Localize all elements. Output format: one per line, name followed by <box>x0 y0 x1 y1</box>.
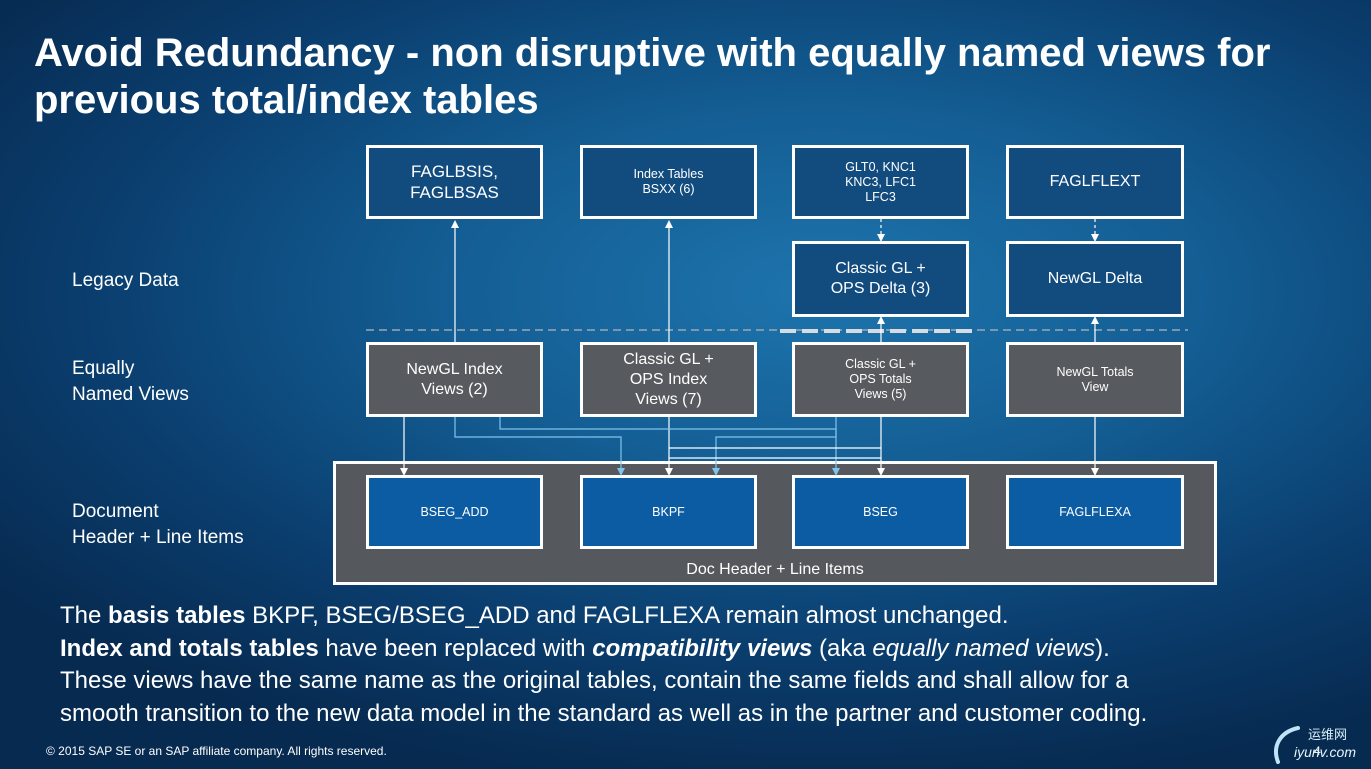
cross-link-line <box>712 417 837 476</box>
box-line: NewGL Totals <box>1056 364 1134 379</box>
box-line: OPS Totals <box>849 372 912 386</box>
box-line: KNC3, LFC1 <box>845 174 916 189</box>
row-label-line: Header + Line Items <box>72 527 244 548</box>
text-run-bold: basis tables <box>108 602 246 629</box>
text-run-bold: Index and totals tables <box>60 634 319 662</box>
text-run: (aka <box>812 634 873 662</box>
watermark-cn-text: 运维网 <box>1308 727 1348 742</box>
view-box-classic-gl-ops-index: Classic GL + OPS Index Views (7) <box>580 342 757 417</box>
body-line-2: Index and totals tables have been replac… <box>60 633 1320 666</box>
legacy-box-glt0-knc1: GLT0, KNC1 KNC3, LFC1 LFC3 <box>792 145 969 219</box>
slide-title: Avoid Redundancy - non disruptive with e… <box>34 31 1271 122</box>
container-label: Doc Header + Line Items <box>686 561 864 578</box>
box-line: BKPF <box>652 504 685 519</box>
box-line: FAGLBSAS <box>410 183 499 202</box>
box-line: View <box>1081 379 1109 394</box>
watermark-en-text: iyunv.com <box>1294 744 1356 760</box>
box-line: FAGLFLEXT <box>1049 173 1141 190</box>
copyright-footer: © 2015 SAP SE or an SAP affiliate compan… <box>46 744 387 758</box>
delta-box-newgl: NewGL Delta <box>1006 241 1184 317</box>
base-box-bseg: BSEG <box>792 475 969 549</box>
text-run: ). <box>1095 634 1110 662</box>
box-line: NewGL Delta <box>1047 270 1143 287</box>
base-box-bkpf: BKPF <box>580 475 757 549</box>
base-box-bseg-add: BSEG_ADD <box>366 475 543 549</box>
box-line: Classic GL + <box>623 350 714 368</box>
legacy-box-faglflext: FAGLFLEXT <box>1006 145 1184 219</box>
body-line-1: The basis tables BKPF, BSEG/BSEG_ADD and… <box>60 600 1320 633</box>
box-line: OPS Index <box>629 370 708 388</box>
row-label-line: Legacy Data <box>72 270 179 291</box>
legacy-box-index-tables: Index Tables BSXX (6) <box>580 145 757 219</box>
watermark-swoosh-icon <box>1274 726 1300 764</box>
legacy-box-faglbsis-faglbsas: FAGLBSIS, FAGLBSAS <box>366 145 543 219</box>
row-label-line: Equally <box>72 358 135 379</box>
row-label-equally-named-views: Equally Named Views <box>72 356 189 408</box>
text-run: The <box>60 602 109 629</box>
box-line: Views (7) <box>635 390 702 408</box>
row-label-line: Named Views <box>72 384 189 405</box>
box-line: OPS Delta (3) <box>830 280 931 297</box>
box-line: Classic GL + <box>835 260 926 277</box>
box-line: LFC3 <box>865 189 896 204</box>
box-line: FAGLFLEXA <box>1059 504 1131 519</box>
box-line: BSEG_ADD <box>420 504 489 519</box>
body-line-3: These views have the same name as the or… <box>60 667 1129 694</box>
base-box-faglflexa: FAGLFLEXA <box>1006 475 1184 549</box>
view-box-newgl-totals: NewGL Totals View <box>1006 342 1184 417</box>
cross-link-line <box>454 417 625 476</box>
text-run-bold-italic: compatibility views <box>592 634 813 662</box>
watermark: 运维网 iyunv.com <box>1268 722 1368 768</box>
body-text: The basis tables BKPF, BSEG/BSEG_ADD and… <box>60 600 1320 730</box>
row-label-line: Document <box>72 501 159 522</box>
box-line: Views (2) <box>421 380 488 398</box>
cross-link-line <box>499 417 840 476</box>
text-run: have been replaced with <box>318 634 593 662</box>
box-line: Index Tables <box>633 167 704 181</box>
row-label-legacy-data: Legacy Data <box>72 268 179 294</box>
box-line: BSEG <box>863 504 898 519</box>
box-line: Views (5) <box>854 387 907 401</box>
box-line: Classic GL + <box>845 357 916 371</box>
box-line: NewGL Index <box>406 360 503 378</box>
view-box-classic-gl-ops-totals: Classic GL + OPS Totals Views (5) <box>792 342 969 417</box>
page-number: 4 <box>1314 744 1321 758</box>
row-label-document-line-items: Document Header + Line Items <box>72 499 244 551</box>
body-line-4: smooth transition to the new data model … <box>60 699 1148 727</box>
text-run: BKPF, BSEG/BSEG_ADD and FAGLFLEXA remain… <box>245 602 1009 629</box>
delta-box-classic-gl-ops: Classic GL + OPS Delta (3) <box>792 241 969 317</box>
box-line: FAGLBSIS, <box>411 162 498 181</box>
text-run-italic: equally named views <box>872 634 1096 662</box>
view-box-newgl-index: NewGL Index Views (2) <box>366 342 543 417</box>
box-line: GLT0, KNC1 <box>845 159 916 174</box>
box-line: BSXX (6) <box>642 182 695 196</box>
